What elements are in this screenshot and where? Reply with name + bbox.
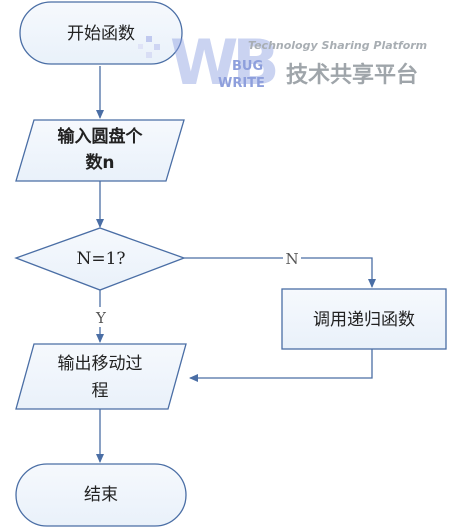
recursive-node-label: 调用递归函数 [313, 310, 415, 330]
end-node-label: 结束 [84, 485, 118, 505]
edge-recursive-to-output [189, 349, 373, 382]
output-node: 输出移动过 程 [15, 343, 187, 410]
edge-decision-no-to-recursive [184, 257, 376, 288]
input-node-label-line1: 输入圆盘个 [58, 126, 144, 147]
input-node-label-line2: 数n [85, 152, 114, 173]
watermark-tagline: Technology Sharing Platform [248, 39, 427, 52]
output-node-label-line1: 输出移动过 [58, 354, 143, 374]
watermark-logo-bug: BUG [232, 59, 263, 74]
edge-label-no: N [285, 250, 298, 268]
decision-node-label: N=1? [76, 249, 125, 269]
watermark-logo-letters: WB [170, 26, 275, 99]
end-node: 结束 [15, 463, 187, 527]
recursive-node: 调用递归函数 [281, 288, 447, 350]
watermark: WB BUG WRITE Technology Sharing Platform… [138, 26, 427, 99]
watermark-logo-write: WRITE [218, 76, 265, 91]
watermark-logo: WB BUG WRITE [138, 26, 281, 99]
start-node: 开始函数 [19, 1, 183, 65]
edges [96, 66, 376, 463]
decision-node: N=1? [14, 227, 186, 291]
output-node-label-line2: 程 [92, 381, 109, 401]
edge-label-yes: Y [95, 309, 107, 327]
watermark-chinese: 技术共享平台 [286, 62, 418, 88]
input-node: 输入圆盘个 数n [15, 119, 185, 182]
start-node-label: 开始函数 [67, 24, 135, 44]
